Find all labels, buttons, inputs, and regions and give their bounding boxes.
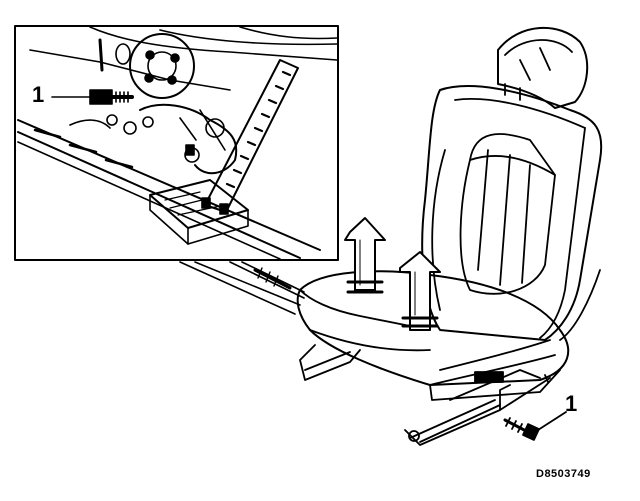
recliner-disc bbox=[129, 33, 195, 99]
detail-inset bbox=[14, 25, 339, 261]
seat-rail bbox=[17, 119, 321, 259]
inset-bolt bbox=[89, 89, 134, 105]
seat-cushion bbox=[296, 270, 570, 386]
seat-base bbox=[299, 344, 561, 446]
headrest bbox=[497, 26, 589, 109]
backrest bbox=[421, 85, 603, 341]
inset-frame bbox=[14, 25, 339, 261]
seat bbox=[296, 26, 603, 446]
callout-label-seat: 1 bbox=[565, 391, 578, 416]
up-arrow-icon bbox=[344, 217, 386, 294]
figure-code: D8503749 bbox=[536, 468, 591, 480]
toothed-bracket bbox=[204, 59, 299, 213]
latch-block bbox=[149, 179, 249, 245]
backrest-panel bbox=[459, 155, 556, 295]
up-arrow-icon bbox=[399, 251, 441, 331]
seat-leader-line bbox=[537, 411, 567, 431]
seat-bolt bbox=[503, 417, 540, 441]
projection-lines bbox=[179, 261, 305, 315]
callout-label-inset: 1 bbox=[32, 82, 45, 107]
side-screw bbox=[253, 267, 292, 290]
